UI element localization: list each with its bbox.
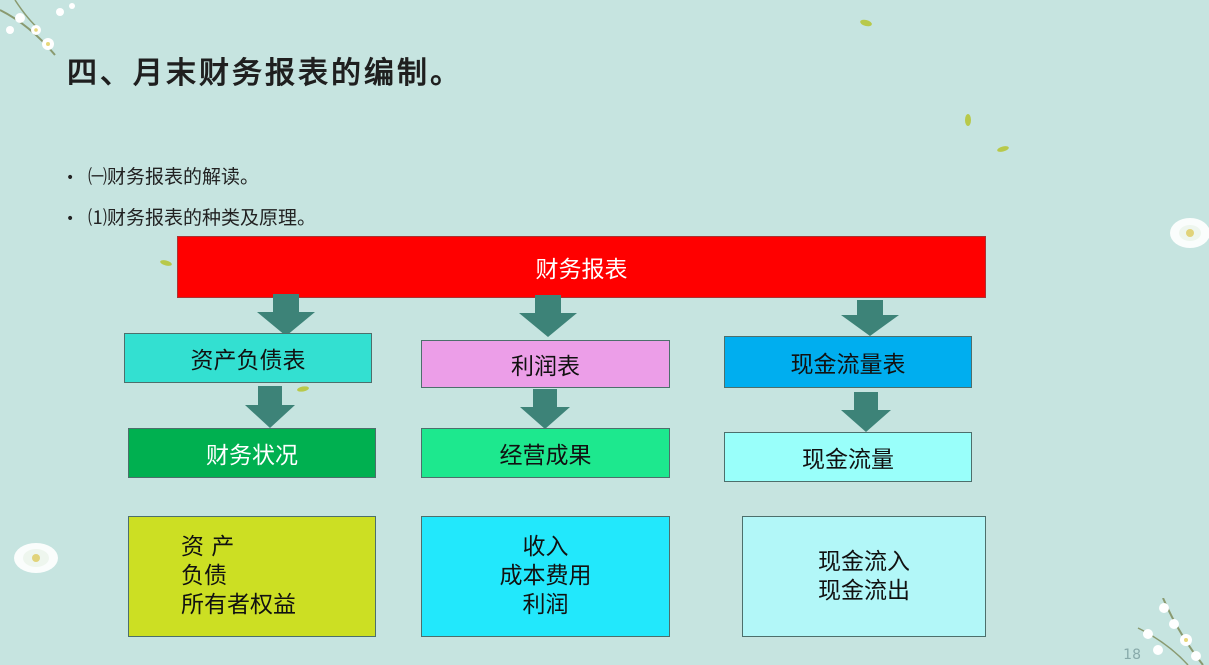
- balance-sheet-box: 资产负债表: [124, 333, 372, 383]
- slide-title: 四、月末财务报表的编制。: [67, 56, 463, 91]
- bullet-dot-icon: •: [66, 169, 75, 186]
- flower-branch-top-left-icon: [0, 0, 75, 56]
- cash-flow-statement-box: 现金流量表: [724, 336, 972, 388]
- income-statement-box: 利润表: [421, 340, 670, 388]
- arrow-down-icon: [841, 392, 891, 432]
- arrow-down-icon: [257, 294, 315, 336]
- financial-position-box: 财务状况: [128, 428, 376, 478]
- cash-item: 现金流出: [818, 577, 910, 604]
- leaf-icon: [160, 260, 172, 266]
- flower-icon: [14, 543, 58, 573]
- income-item: 成本费用: [499, 563, 592, 589]
- cash-items-box: 现金流入 现金流出: [742, 516, 986, 637]
- bullet-text: ⑴财务报表的种类及原理。: [88, 207, 317, 229]
- cash-item: 现金流入: [818, 548, 910, 575]
- financial-statements-box: 财务报表: [177, 236, 986, 298]
- arrow-down-icon: [520, 389, 570, 429]
- balance-items-box: 资 产 负债 所有者权益: [128, 516, 376, 637]
- leaf-icon: [860, 19, 872, 27]
- arrow-down-icon: [841, 300, 899, 336]
- bullet-item-2: • ⑴财务报表的种类及原理。: [66, 203, 316, 230]
- income-items-box: 收入 成本费用 利润: [421, 516, 670, 637]
- income-item: 收入: [522, 534, 569, 560]
- bullet-text: ㈠财务报表的解读。: [88, 166, 260, 188]
- bullet-item-1: • ㈠财务报表的解读。: [66, 162, 259, 189]
- leaf-icon: [965, 114, 971, 126]
- flower-icon: [1170, 218, 1209, 248]
- balance-item: 所有者权益: [181, 592, 296, 618]
- bullet-dot-icon: •: [66, 210, 75, 227]
- cash-flow-box: 现金流量: [724, 432, 972, 482]
- page-number: 18: [1123, 647, 1141, 663]
- arrow-down-icon: [245, 386, 295, 428]
- leaf-icon: [297, 386, 309, 392]
- leaf-icon: [997, 146, 1009, 152]
- operating-results-box: 经营成果: [421, 428, 670, 478]
- arrow-down-icon: [519, 295, 577, 337]
- income-item: 利润: [522, 592, 569, 618]
- balance-item: 负债: [181, 563, 227, 589]
- balance-item: 资 产: [181, 534, 235, 560]
- flower-branch-bottom-right-icon: [1137, 598, 1204, 665]
